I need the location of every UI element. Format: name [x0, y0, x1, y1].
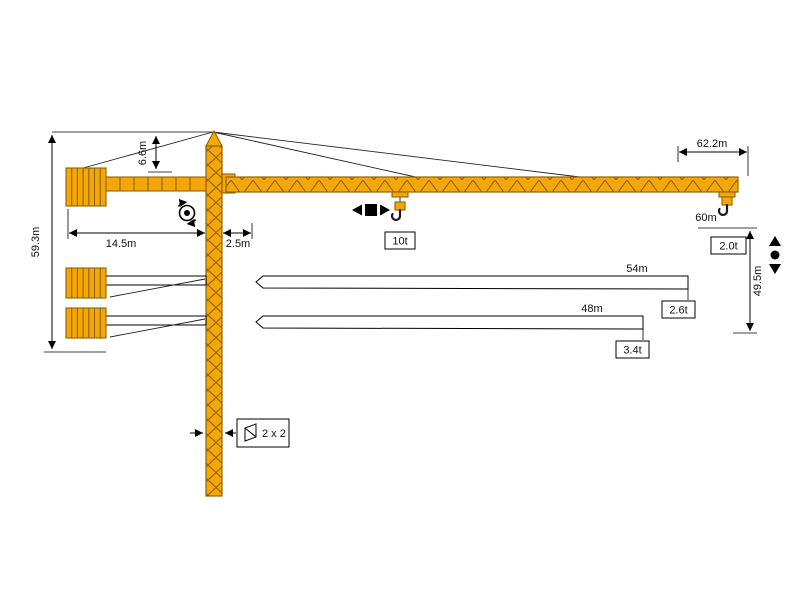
jib-option-48m: 48m 3.4t: [255, 303, 650, 359]
tip-load-48-value: 3.4t: [623, 345, 641, 357]
jib-48-length-label: 48m: [581, 303, 602, 315]
jib-lattice: [225, 176, 739, 193]
tie-bars: [75, 131, 589, 179]
max-load-value: 10t: [392, 236, 407, 248]
tip-hook-block: [721, 196, 733, 206]
dim-max-radius-label: 62.2m: [697, 138, 728, 150]
trolley: [391, 191, 409, 198]
tip-load-60-value: 2.0t: [719, 241, 737, 253]
dimension-lines: [48, 135, 754, 349]
tip-trolley: [718, 191, 736, 198]
dim-rear-radius-label: 2.5m: [226, 238, 250, 250]
tip-hook-assembly: [717, 191, 736, 217]
main-jib: [225, 176, 739, 193]
max-load-callout: 10t: [384, 231, 416, 250]
jib-54-length-label: 54m: [626, 263, 647, 275]
tip-hook-icon: [717, 203, 729, 217]
dim-hook-height-label: 49.5m: [752, 266, 764, 297]
dim-counterjib-radius-label: 14.5m: [106, 238, 137, 250]
mast-cross-section-icon: [244, 423, 257, 442]
hook-icon: [390, 208, 402, 222]
tip-load-60-callout: 2.0t: [710, 236, 747, 255]
counterweight-block-a: [65, 267, 107, 299]
extension-lines: [44, 131, 757, 353]
mast-section-value: 2 x 2: [262, 428, 286, 440]
mast-section-callout: 2 x 2: [190, 418, 290, 448]
jib-option-54m: 54m 2.6t: [255, 263, 696, 319]
dim-tower-top-label: 6.6m: [137, 141, 149, 165]
jib-60-length-label: 60m: [695, 212, 716, 224]
counterjib-bar-b: [105, 315, 207, 326]
mid-hook-assembly: [390, 191, 409, 222]
hoisting-icon: [769, 236, 781, 274]
counterweight-block-top: [65, 167, 107, 207]
dim-total-height-label: 59.3m: [30, 227, 42, 258]
hook-block: [394, 201, 406, 211]
slewing-icon: [177, 199, 197, 227]
counterweight-block-b: [65, 307, 107, 339]
mast-lattice: [205, 145, 223, 497]
counter-jib: [65, 167, 207, 207]
counterjib-bar-a: [105, 275, 207, 286]
spare-counterweights: [65, 267, 207, 339]
trolley-travel-icon: [352, 204, 390, 216]
tip-load-54-value: 2.6t: [669, 305, 687, 317]
